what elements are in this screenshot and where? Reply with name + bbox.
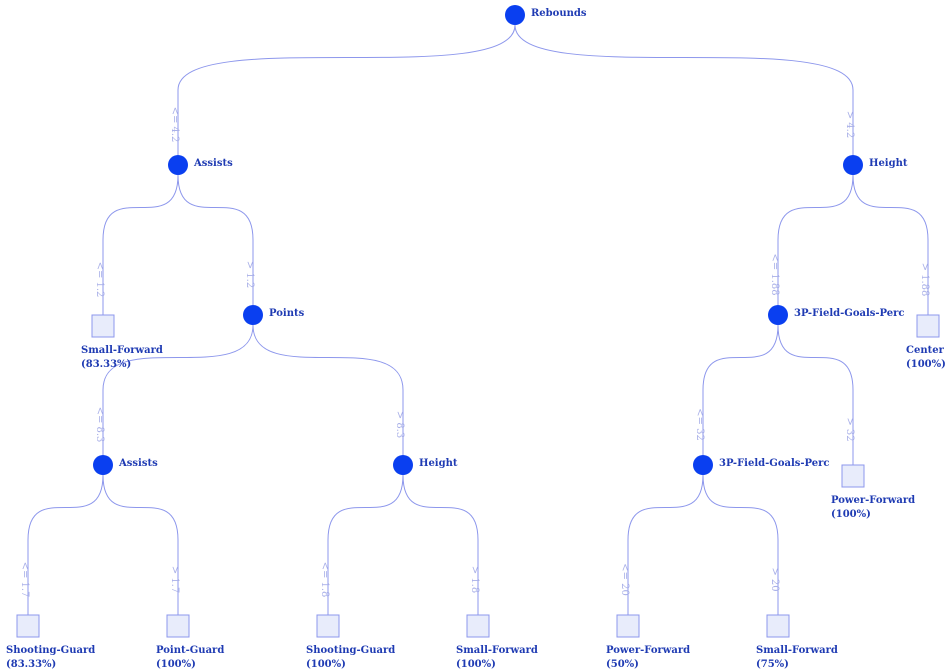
leaf-node — [616, 614, 640, 638]
tree-link — [627, 474, 704, 615]
leaf-node — [16, 614, 40, 638]
edge-condition-label: <= 32 — [694, 408, 705, 441]
split-node — [768, 305, 788, 325]
edge-condition-label: > 4.2 — [844, 111, 855, 138]
edge-condition-label: <= 1.88 — [769, 253, 780, 295]
tree-link — [702, 324, 779, 455]
leaf-class-label: Point-Guard — [156, 645, 224, 656]
edge-condition-label: <= 1.7 — [19, 562, 30, 598]
split-node — [505, 5, 525, 25]
split-node — [243, 305, 263, 325]
tree-nodes: Small-Forward (83.33%) Shooting-Guard (83.3… — [6, 5, 945, 670]
tree-edge-labels: <= 4.2 <= 1.2 > 1.2 <= 8.3 <= 1.7 > 1.7 > 8.3 <… — [19, 107, 930, 598]
edge-condition-label: > 20 — [769, 567, 780, 591]
leaf-node — [841, 464, 865, 488]
split-feature-label: Points — [269, 308, 305, 319]
tree-link — [27, 474, 104, 615]
leaf-node — [316, 614, 340, 638]
tree-link — [102, 174, 179, 315]
leaf-class-label: Power-Forward — [831, 495, 915, 506]
tree-link — [177, 174, 254, 305]
leaf-node — [766, 614, 790, 638]
tree-link — [777, 324, 854, 465]
leaf-percentage-label: (100%) — [906, 359, 945, 370]
tree-link — [177, 24, 516, 155]
edge-condition-label: > 1.88 — [919, 263, 930, 297]
edge-condition-label: <= 4.2 — [169, 107, 180, 143]
tree-links — [27, 24, 929, 615]
split-node — [168, 155, 188, 175]
edge-condition-label: > 32 — [844, 417, 855, 441]
leaf-percentage-label: (100%) — [306, 659, 346, 670]
edge-condition-label: <= 1.2 — [94, 262, 105, 298]
leaf-class-label: Shooting-Guard — [6, 645, 95, 656]
leaf-class-label: Power-Forward — [606, 645, 690, 656]
split-feature-label: Assists — [193, 158, 233, 169]
split-feature-label: 3P-Field-Goals-Perc — [794, 308, 905, 319]
edge-condition-label: <= 8.3 — [94, 407, 105, 443]
tree-link — [852, 174, 929, 315]
split-feature-label: Assists — [118, 458, 158, 469]
leaf-node — [91, 314, 115, 338]
tree-link — [102, 324, 254, 455]
split-feature-label: Rebounds — [531, 8, 587, 19]
leaf-class-label: Small-Forward — [81, 345, 163, 356]
tree-link — [702, 474, 779, 615]
leaf-percentage-label: (100%) — [456, 659, 496, 670]
leaf-node — [916, 314, 940, 338]
tree-link — [327, 474, 404, 615]
split-feature-label: Height — [869, 158, 908, 169]
split-feature-label: Height — [419, 458, 458, 469]
leaf-class-label: Center — [906, 345, 945, 356]
leaf-percentage-label: (100%) — [156, 659, 196, 670]
leaf-percentage-label: (83.33%) — [81, 359, 131, 370]
leaf-percentage-label: (83.33%) — [6, 659, 56, 670]
edge-condition-label: > 1.7 — [169, 566, 180, 593]
split-node — [93, 455, 113, 475]
leaf-node — [466, 614, 490, 638]
tree-link — [252, 324, 404, 455]
split-node — [843, 155, 863, 175]
tree-link — [402, 474, 479, 615]
leaf-class-label: Shooting-Guard — [306, 645, 395, 656]
tree-link — [102, 474, 179, 615]
edge-condition-label: > 8.3 — [394, 411, 405, 438]
tree-link — [777, 174, 854, 305]
leaf-node — [166, 614, 190, 638]
leaf-percentage-label: (100%) — [831, 509, 871, 520]
split-node — [393, 455, 413, 475]
edge-condition-label: <= 20 — [619, 563, 630, 596]
edge-condition-label: > 1.2 — [244, 261, 255, 288]
edge-condition-label: <= 1.8 — [319, 562, 330, 598]
split-node — [693, 455, 713, 475]
tree-link — [514, 24, 854, 155]
leaf-class-label: Small-Forward — [456, 645, 538, 656]
split-feature-label: 3P-Field-Goals-Perc — [719, 458, 830, 469]
leaf-percentage-label: (75%) — [756, 659, 789, 670]
edge-condition-label: > 1.8 — [469, 566, 480, 593]
leaf-class-label: Small-Forward — [756, 645, 838, 656]
leaf-percentage-label: (50%) — [606, 659, 639, 670]
